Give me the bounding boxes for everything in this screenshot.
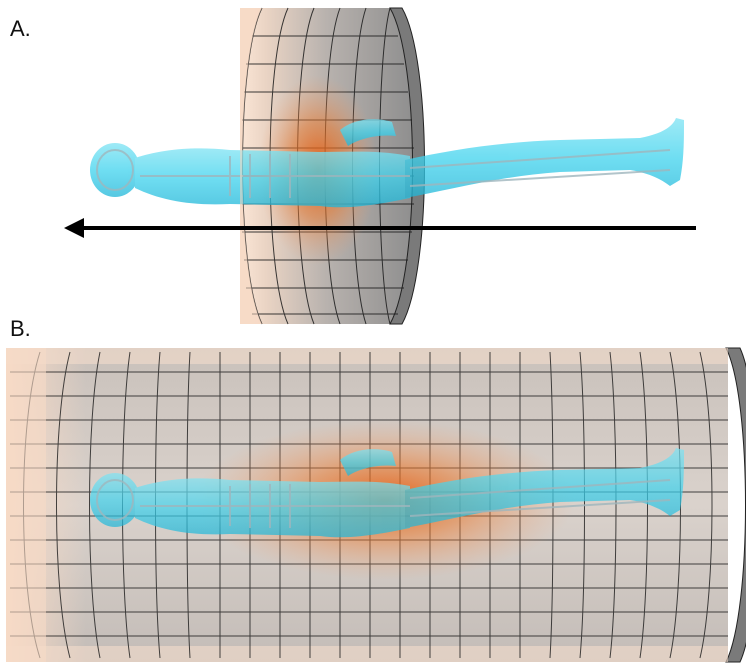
panel-b (6, 348, 746, 662)
human-figure-a (90, 118, 684, 207)
panel-a (64, 8, 696, 324)
